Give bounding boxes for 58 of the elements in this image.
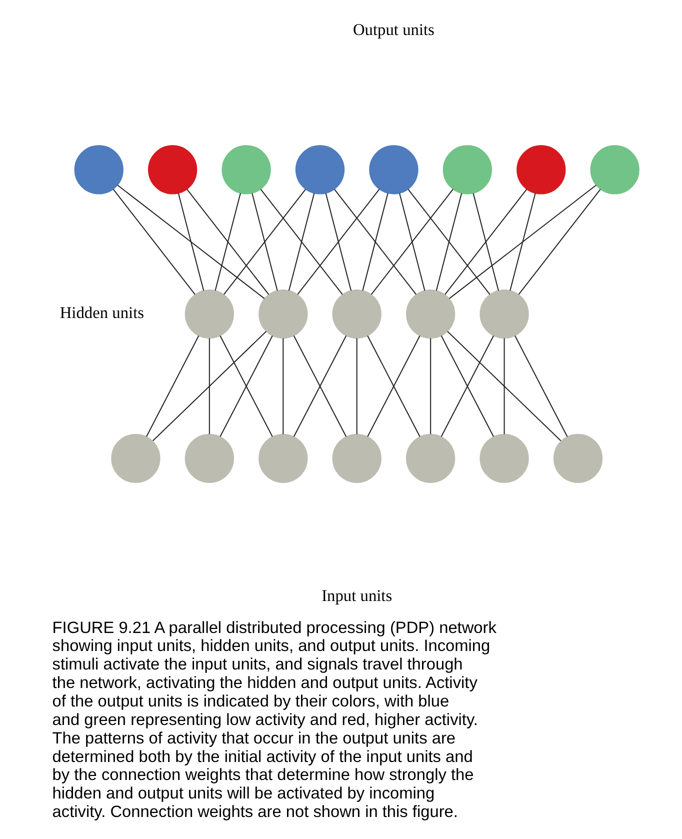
node-circle: [590, 145, 639, 194]
node-circle: [294, 145, 344, 194]
connector: [334, 189, 416, 295]
label: Input units: [321, 586, 392, 606]
connector: [503, 338, 504, 434]
node-circle: [258, 289, 308, 339]
node-circle: [406, 434, 455, 483]
connector: [282, 338, 284, 434]
connector: [208, 338, 210, 434]
connector: [518, 189, 600, 295]
label: Hidden units: [59, 302, 144, 322]
connector: [448, 184, 596, 299]
connector: [366, 336, 420, 437]
connector: [362, 193, 388, 291]
node-circle: [258, 434, 308, 483]
connector: [509, 193, 536, 291]
connector: [370, 189, 453, 295]
connector: [116, 184, 264, 299]
connector: [292, 336, 346, 437]
connector: [288, 193, 314, 291]
connector: [296, 189, 380, 295]
connector: [177, 193, 204, 291]
connector: [444, 189, 527, 295]
label: Output units: [352, 20, 434, 39]
connector: [407, 189, 490, 295]
node-circle: [332, 289, 381, 339]
connector: [146, 336, 199, 437]
connector: [186, 189, 269, 295]
caption: FIGURE 9.21 A parallel distributed processing (PDP) network showing input units, hidden units, and output units. Incoming stimuli activate the input units, and signals travel through the network, activating the hidden and output units. Activity of the output units is indicated by their colors, with blue and green representing low activity and red, higher activity. The patterns of activity that occur in the output units are determined both by the initial activity of the input units and by the connection weights that determine how strongly the hidden and output units will be activated by incoming activity. Connection weights are not shown in this figure.: [52, 618, 496, 822]
node-circle: [148, 145, 197, 194]
connector: [324, 193, 352, 291]
node-circle: [74, 145, 123, 194]
node-circle: [332, 434, 381, 483]
connector: [112, 189, 195, 295]
connector: [152, 331, 266, 442]
node-circle: [552, 434, 602, 483]
connector: [435, 193, 462, 291]
connector: [430, 338, 431, 434]
node-circle: [479, 289, 528, 339]
connector: [260, 189, 342, 295]
connector: [219, 336, 272, 437]
node-circle: [110, 434, 160, 483]
node-circle: [184, 434, 234, 483]
node-circle: [221, 145, 270, 194]
connector: [356, 338, 357, 434]
connector: [446, 331, 561, 442]
node-circle: [368, 145, 418, 194]
connector: [472, 193, 498, 291]
connector: [251, 193, 278, 291]
node-circle: [442, 145, 492, 194]
connector: [222, 189, 306, 295]
node-circle: [516, 145, 566, 194]
connector: [514, 336, 568, 437]
node-circle: [184, 289, 234, 339]
connector: [398, 193, 425, 291]
node-circle: [406, 289, 455, 339]
connector: [214, 193, 240, 291]
node-circle: [479, 434, 528, 483]
